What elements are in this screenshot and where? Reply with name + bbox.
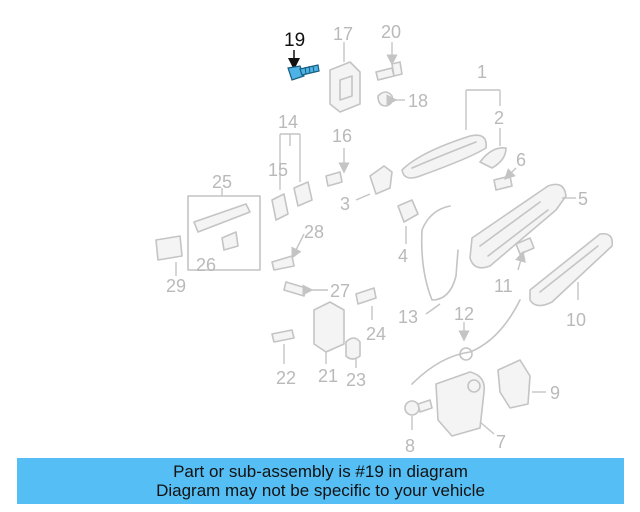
label-14: 14 <box>278 112 298 132</box>
label-25: 25 <box>212 172 232 192</box>
part-14-hinge-pair <box>271 133 313 221</box>
part-2-cap <box>479 128 507 169</box>
label-1: 1 <box>477 62 487 82</box>
part-21-hinge <box>313 301 345 364</box>
label-27: 27 <box>330 281 350 301</box>
info-banner: Part or sub-assembly is #19 in diagram D… <box>17 458 624 504</box>
label-7: 7 <box>496 432 506 452</box>
label-19: 19 <box>284 30 305 51</box>
label-21: 21 <box>318 366 338 386</box>
part-29-bumper <box>155 235 183 276</box>
label-20: 20 <box>381 22 401 42</box>
label-23: 22 <box>276 368 296 388</box>
label-24: 24 <box>366 324 386 344</box>
part-18-clip <box>377 91 405 107</box>
parts-diagram: 19 17 20 18 1 2 6 <box>155 22 614 455</box>
part-16-bolt <box>325 148 350 187</box>
part-11-bolt <box>515 237 535 271</box>
label-17: 17 <box>333 24 353 44</box>
label-5: 5 <box>578 189 588 209</box>
part-19-bolt[interactable] <box>287 50 320 81</box>
part-5-frame <box>469 183 576 269</box>
banner-line-2: Diagram may not be specific to your vehi… <box>156 481 485 500</box>
part-9-actuator <box>497 359 546 409</box>
label-15: 15 <box>268 160 288 180</box>
label-22: 23 <box>346 370 366 390</box>
label-3: 3 <box>340 194 350 214</box>
label-29: 29 <box>166 276 186 296</box>
part-17-hinge <box>329 42 361 113</box>
part-1-outer-handle <box>401 89 501 179</box>
label-9: 9 <box>550 383 560 403</box>
part-7-latch <box>435 371 495 437</box>
label-4: 4 <box>398 246 408 266</box>
label-6: 6 <box>516 150 526 170</box>
label-12: 12 <box>454 304 474 324</box>
part-28-bolt <box>271 233 305 271</box>
label-16: 16 <box>332 126 352 146</box>
part-10-inner-handle <box>529 232 614 307</box>
label-28: 28 <box>304 222 324 242</box>
part-27-bolt <box>283 281 328 297</box>
part-3-bracket <box>355 165 393 201</box>
label-13: 13 <box>398 307 418 327</box>
part-25-checker-group <box>187 188 261 271</box>
part-6-bolt <box>493 167 517 191</box>
part-22-clip <box>345 337 361 368</box>
part-13-cable <box>420 205 459 315</box>
label-2: 2 <box>494 108 504 128</box>
part-12-cable <box>411 299 521 385</box>
part-4-bracket <box>397 199 419 244</box>
part-20-bolt <box>375 42 403 81</box>
label-10: 10 <box>566 310 586 330</box>
part-8-bolt <box>404 399 433 430</box>
label-18: 18 <box>408 91 428 111</box>
banner-line-1: Part or sub-assembly is #19 in diagram <box>173 462 468 481</box>
part-24-bolt <box>355 287 377 320</box>
label-26: 26 <box>196 255 216 275</box>
part-23-bolt <box>271 329 295 364</box>
label-8: 8 <box>405 436 415 455</box>
label-11: 11 <box>494 276 513 296</box>
